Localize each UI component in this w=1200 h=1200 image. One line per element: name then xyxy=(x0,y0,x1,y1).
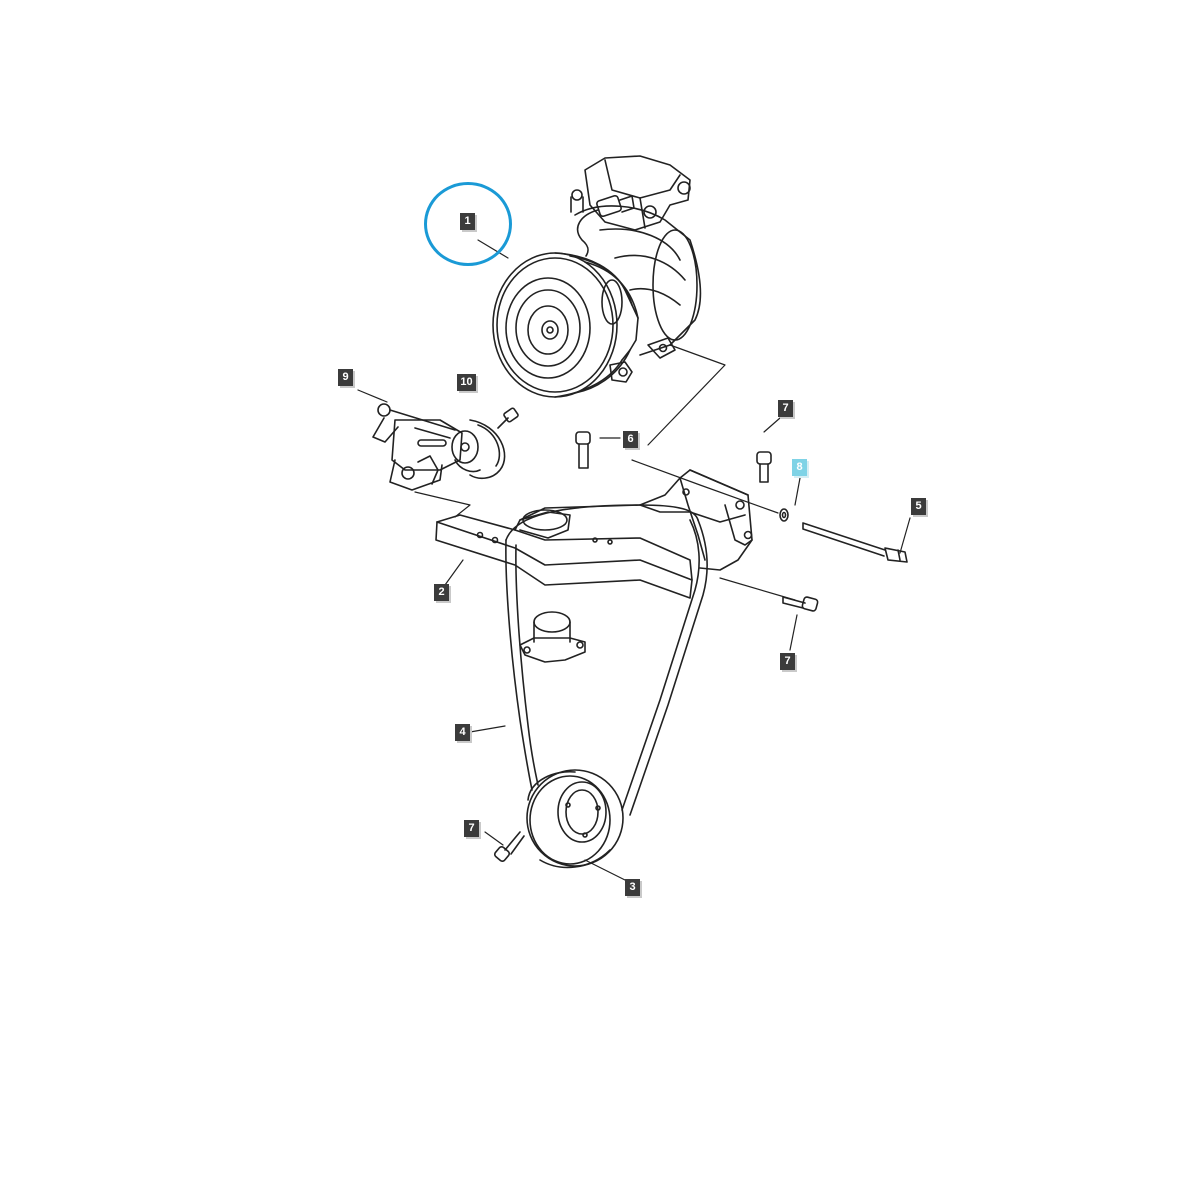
bolt-7-right-drawing xyxy=(782,596,819,612)
callout-part-2[interactable]: 2 xyxy=(434,584,449,601)
leader-lines xyxy=(357,239,911,881)
bolt-7-top-drawing xyxy=(756,451,772,483)
callout-part-4[interactable]: 4 xyxy=(455,724,470,741)
bolt-6-drawing xyxy=(575,431,591,469)
selection-ring xyxy=(424,182,512,266)
callout-part-8-selected[interactable]: 8 xyxy=(792,459,807,476)
callout-part-3[interactable]: 3 xyxy=(625,879,640,896)
callout-part-1[interactable]: 1 xyxy=(460,213,475,230)
belt-drawing xyxy=(505,504,708,816)
callout-part-6[interactable]: 6 xyxy=(623,431,638,448)
bolt-7-bottom-drawing xyxy=(493,831,525,863)
tensioner-drawing xyxy=(372,403,519,491)
washer-8-drawing xyxy=(779,508,789,522)
callout-part-7-right[interactable]: 7 xyxy=(780,653,795,670)
callout-part-10[interactable]: 10 xyxy=(457,374,476,391)
callout-part-5[interactable]: 5 xyxy=(911,498,926,515)
callout-part-7-bottom[interactable]: 7 xyxy=(464,820,479,837)
bracket-drawing xyxy=(435,469,753,599)
pulley-drawing xyxy=(526,769,624,869)
callout-part-9[interactable]: 9 xyxy=(338,369,353,386)
bolt-5-drawing xyxy=(802,522,908,563)
callout-part-7-top[interactable]: 7 xyxy=(778,400,793,417)
compressor-drawing xyxy=(492,155,702,398)
hub-drawing xyxy=(519,611,586,663)
